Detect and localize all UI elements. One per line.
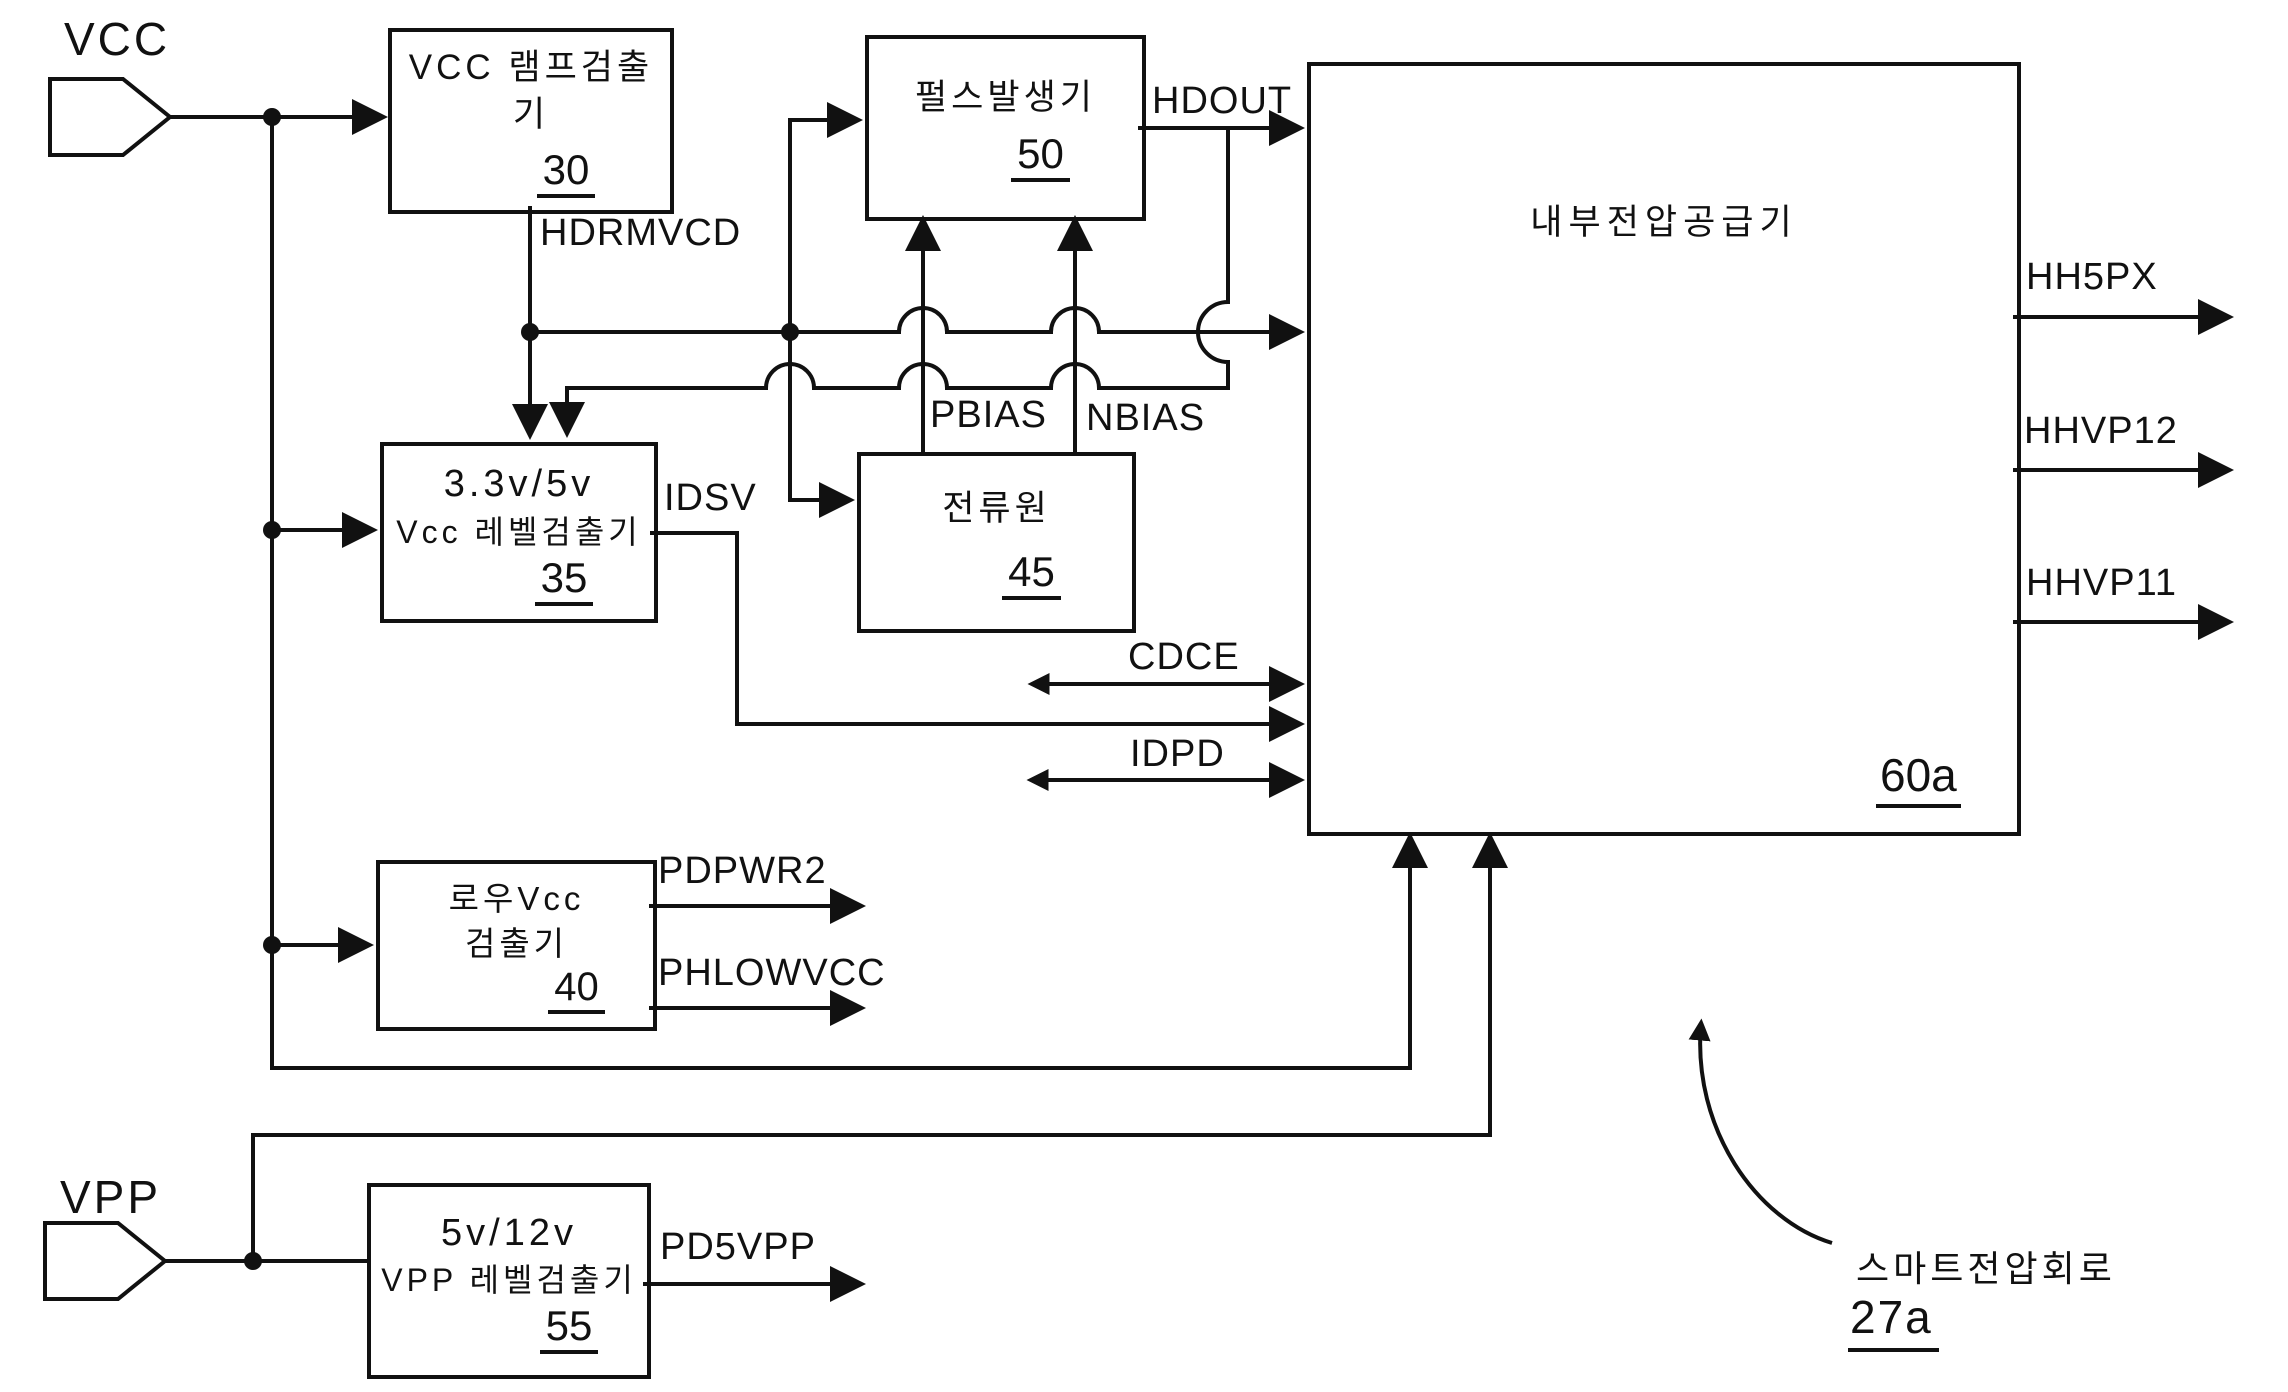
vpp-feedback-wire: [251, 832, 1508, 1261]
block-title-line2: Vcc 레벨검출기: [396, 513, 642, 550]
block-ref-number: 60a: [1876, 748, 1961, 808]
idsv-wire: [650, 531, 1305, 742]
rail-to-current-source: [788, 332, 855, 518]
block-title-line1: 3.3v/5v: [443, 463, 595, 506]
junction-dot: [263, 521, 281, 539]
block-title: 펄스발생기: [914, 78, 1096, 118]
block-title: VCC 램프검출기: [408, 47, 654, 134]
block-pulse-generator: 펄스발생기 50: [865, 35, 1146, 221]
vcc-pad: [48, 77, 174, 157]
block-ref-number: 55: [539, 1304, 599, 1355]
vpp-pad-label: VPP: [60, 1171, 162, 1223]
junction-dot: [781, 323, 799, 341]
junction-dot: [263, 936, 281, 954]
signal-label-pbias: PBIAS: [930, 394, 1047, 436]
block-ref-number: 30: [536, 148, 596, 199]
smart-voltage-circuit-label: 스마트전압회로: [1856, 1248, 2116, 1289]
signal-label-hhvp11: HHVP11: [2026, 562, 2178, 604]
block-internal-voltage-supply: 내부전압공급기 60a: [1307, 62, 2021, 836]
vpp-pad: [43, 1221, 169, 1301]
block-title: 내부전압공급기: [1530, 203, 1798, 242]
signal-label-hdrmvcd: HDRMVCD: [540, 212, 742, 254]
block-title-line2: 검출기: [464, 924, 569, 962]
junction-dot: [244, 1252, 262, 1270]
signal-label-idsv: IDSV: [664, 477, 757, 519]
signal-label-hh5px: HH5PX: [2026, 256, 2158, 298]
signal-label-nbias: NBIAS: [1086, 397, 1206, 439]
block-title-line1: 5v/12v: [441, 1211, 577, 1254]
junction-dots: [244, 108, 799, 1270]
block-title-line2: VPP 레벨검출기: [381, 1262, 637, 1298]
block-ref-number: 50: [1011, 131, 1070, 182]
block-title-line1: 로우Vcc: [448, 879, 585, 917]
block-vcc-ramp-detector: VCC 램프검출기 30: [388, 28, 674, 214]
smart-voltage-circuit-ref: 27a: [1848, 1290, 1939, 1352]
rail-to-pulse-generator: [788, 102, 863, 332]
vcc-pad-label: VCC: [64, 13, 171, 65]
vcc-feedback-wire: [270, 117, 1428, 1070]
block-ref-number: 45: [1002, 549, 1061, 601]
junction-dot: [521, 323, 539, 341]
block-low-vcc-detector: 로우Vcc 검출기 40: [376, 860, 657, 1031]
block-current-source: 전류원 45: [857, 452, 1136, 633]
junction-dot: [263, 108, 281, 126]
block-vpp-level-detector: 5v/12v VPP 레벨검출기 55: [367, 1183, 651, 1379]
block-title: 전류원: [942, 488, 1051, 528]
signal-label-phlowvcc: PHLOWVCC: [658, 952, 886, 994]
signal-label-pdpwr2: PDPWR2: [658, 850, 827, 892]
signal-label-cdce: CDCE: [1128, 636, 1240, 678]
block-vcc-level-detector: 3.3v/5v Vcc 레벨검출기 35: [380, 442, 658, 623]
smart-circuit-pointer-arrow: [1688, 1018, 1833, 1245]
signal-label-idpd: IDPD: [1130, 733, 1225, 775]
bias-rail-wire: [530, 306, 1305, 350]
signal-label-pd5vpp: PD5VPP: [660, 1226, 816, 1268]
signal-label-hdout: HDOUT: [1152, 80, 1293, 122]
signal-label-hhvp12: HHVP12: [2024, 410, 2178, 452]
block-ref-number: 35: [534, 555, 594, 606]
hdout-feedback-wire: [549, 128, 1230, 438]
block-ref-number: 40: [548, 966, 605, 1015]
